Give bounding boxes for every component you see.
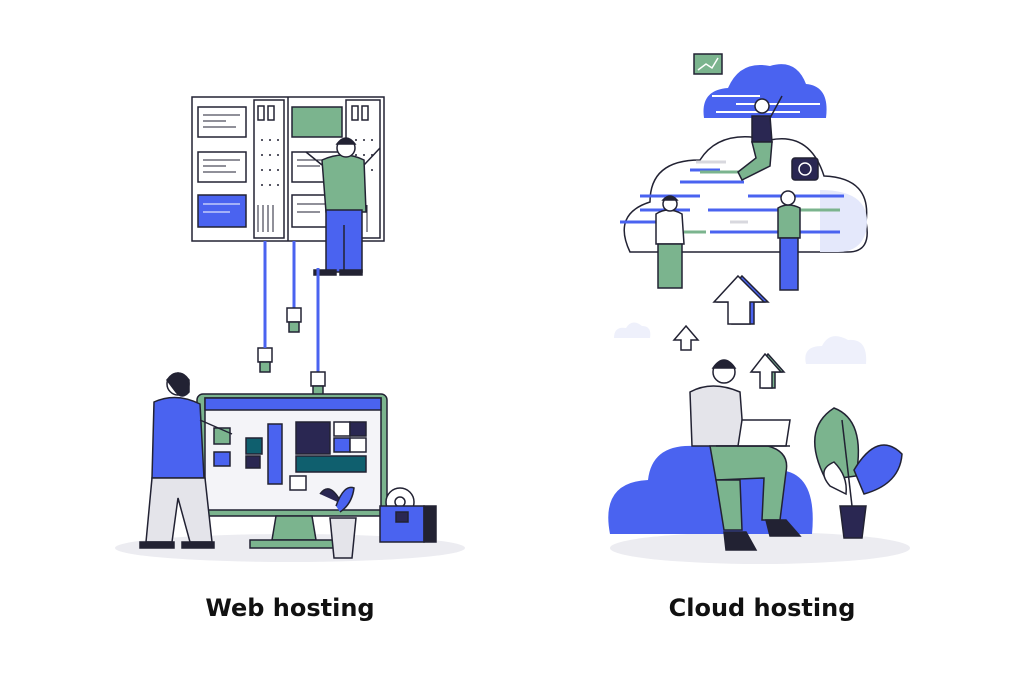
chart-bubble-icon [693,53,723,75]
seated-man-figure [689,359,802,551]
laptop-icon [716,419,791,447]
monitor-icon [196,393,388,549]
cloud-hosting-illustration [608,53,910,564]
developer-figure [139,372,233,549]
floor-shadow [610,532,910,564]
gear-bubble-icon [791,157,819,181]
web-hosting-caption: Web hosting [205,594,375,622]
potted-plant-icon [814,407,903,539]
package-box-icon [379,487,437,543]
small-cloud-icon [805,336,867,364]
up-arrow-icon [749,352,786,389]
potted-plant-icon [319,486,357,559]
standing-woman-figure [777,190,801,291]
technician-figure [305,137,381,276]
network-cable-icon [257,241,326,397]
up-arrow-icon [712,274,770,325]
cloud-hosting-caption: Cloud hosting [668,594,856,622]
up-arrow-icon [672,324,700,351]
web-hosting-illustration [115,96,465,562]
small-cloud-icon [614,322,651,338]
standing-man-figure [655,195,685,289]
climbing-woman-figure [737,95,783,182]
